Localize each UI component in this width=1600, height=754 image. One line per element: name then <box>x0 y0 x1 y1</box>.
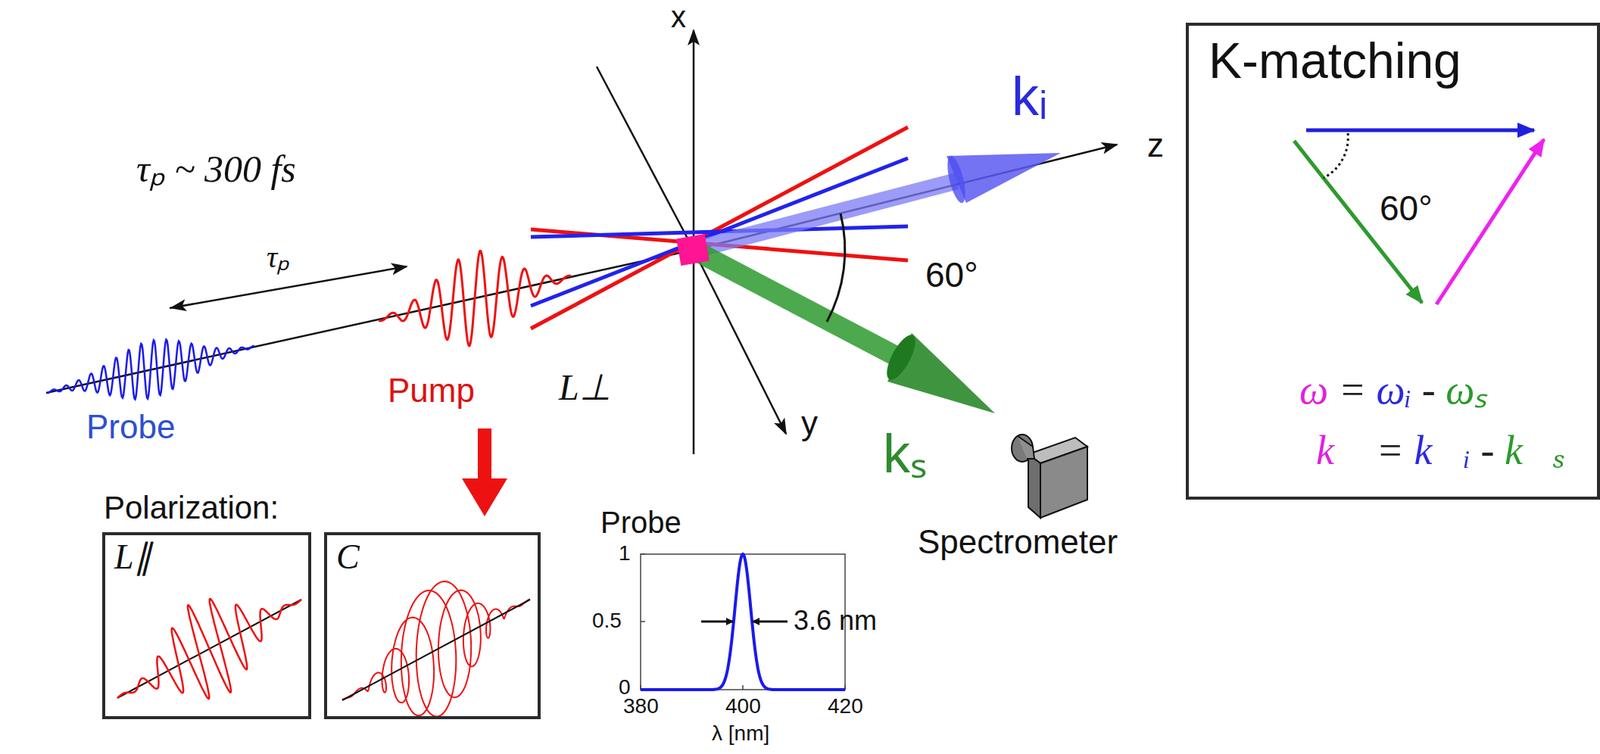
polarization-label: L∥ <box>114 538 152 577</box>
axis-label: z <box>1147 127 1164 164</box>
box-title: K-matching <box>1208 33 1462 89</box>
beam-cones <box>530 127 908 329</box>
axes <box>46 30 1117 455</box>
waveform <box>342 581 531 718</box>
pump-pointer <box>461 428 508 517</box>
waveform <box>117 598 302 699</box>
tick-label: 400 <box>725 695 762 719</box>
spectrometer-icon <box>1011 434 1088 518</box>
axis-label: y <box>801 405 818 442</box>
k-matching-box: K-matching 60° ω = ωᵢ - ωₛ k⃗ = k⃗ᵢ - k⃗ₛ <box>1185 22 1600 500</box>
angle-arc <box>826 213 846 322</box>
ks-beam <box>689 240 995 414</box>
waveform <box>46 339 254 400</box>
waveform <box>378 250 571 346</box>
polarization-box: L∥ <box>102 532 312 720</box>
pump-label: Pump <box>387 372 475 409</box>
section-label: Polarization: <box>103 490 279 526</box>
angle-label: 60° <box>1379 189 1433 228</box>
wavevector-label: kᵢ <box>1011 66 1048 127</box>
equation: k⃗ = k⃗ᵢ - k⃗ₛ <box>1316 428 1567 474</box>
chart-title: Probe <box>600 505 682 540</box>
delay-label: τₚ <box>266 240 290 275</box>
width-label: 3.6 nm <box>793 605 877 637</box>
axis-title: λ [nm] <box>711 722 770 746</box>
k-triangle <box>1294 130 1544 305</box>
tick-label: 420 <box>827 695 864 719</box>
angle-label: 60° <box>925 255 979 295</box>
wavevector-label: kₛ <box>882 424 927 484</box>
spectrometer-label: Spectrometer <box>917 523 1118 561</box>
tick-label: 380 <box>623 695 659 719</box>
polarization-box: C <box>324 532 541 720</box>
interaction-region <box>676 233 710 266</box>
polarization-label: C <box>336 538 360 577</box>
polarization-label: L⊥ <box>558 368 612 409</box>
equation: ω = ωᵢ - ωₛ <box>1299 368 1488 413</box>
waveform <box>342 599 531 701</box>
tick-label: 0.5 <box>592 609 622 634</box>
probe-label: Probe <box>86 408 175 446</box>
tick-label: 1 <box>618 542 631 566</box>
axis-label: x <box>670 0 687 34</box>
pulse-duration: τₚ ~ 300 fs <box>136 148 297 191</box>
ki-beam <box>693 152 1061 259</box>
